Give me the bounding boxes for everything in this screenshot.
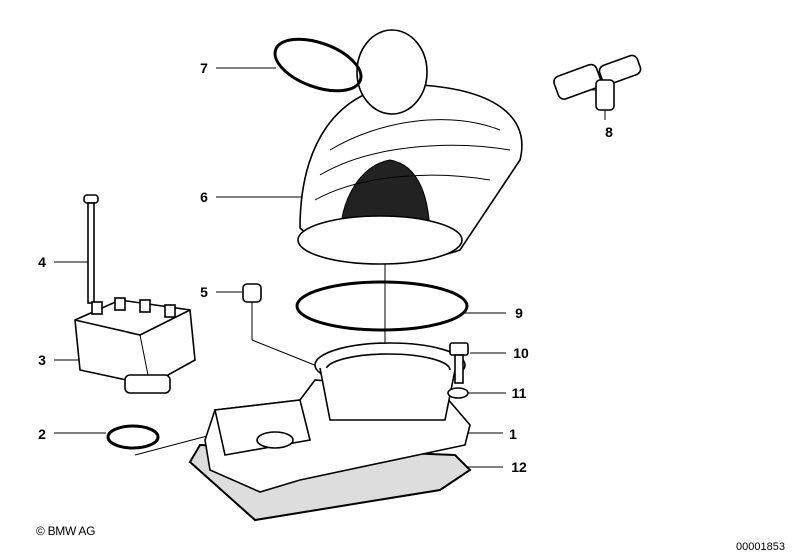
callout-12: 12 <box>511 459 527 475</box>
callout-11: 11 <box>511 385 527 401</box>
callout-4: 4 <box>38 254 46 270</box>
leader-lines <box>54 67 606 468</box>
cap <box>242 283 262 303</box>
callout-1: 1 <box>509 426 517 442</box>
hose-clamp-small <box>273 37 363 93</box>
t-fitting <box>553 54 642 111</box>
image-number: 00001853 <box>736 541 785 553</box>
copyright: © BMW AG <box>36 524 96 538</box>
callout-7: 7 <box>200 60 208 76</box>
screw <box>83 194 99 304</box>
washer <box>447 387 469 399</box>
throttle-housing <box>204 342 471 493</box>
intake-boot <box>297 29 523 265</box>
fuel-distributor <box>74 297 196 394</box>
callout-2: 2 <box>38 426 46 442</box>
callout-9: 9 <box>515 305 523 321</box>
callout-3: 3 <box>38 352 46 368</box>
o-ring <box>106 424 160 450</box>
callout-8: 8 <box>605 124 613 140</box>
callout-5: 5 <box>200 284 208 300</box>
bolt <box>449 342 469 384</box>
hose-clamp <box>295 280 469 332</box>
callout-10: 10 <box>513 345 529 361</box>
callout-6: 6 <box>200 189 208 205</box>
